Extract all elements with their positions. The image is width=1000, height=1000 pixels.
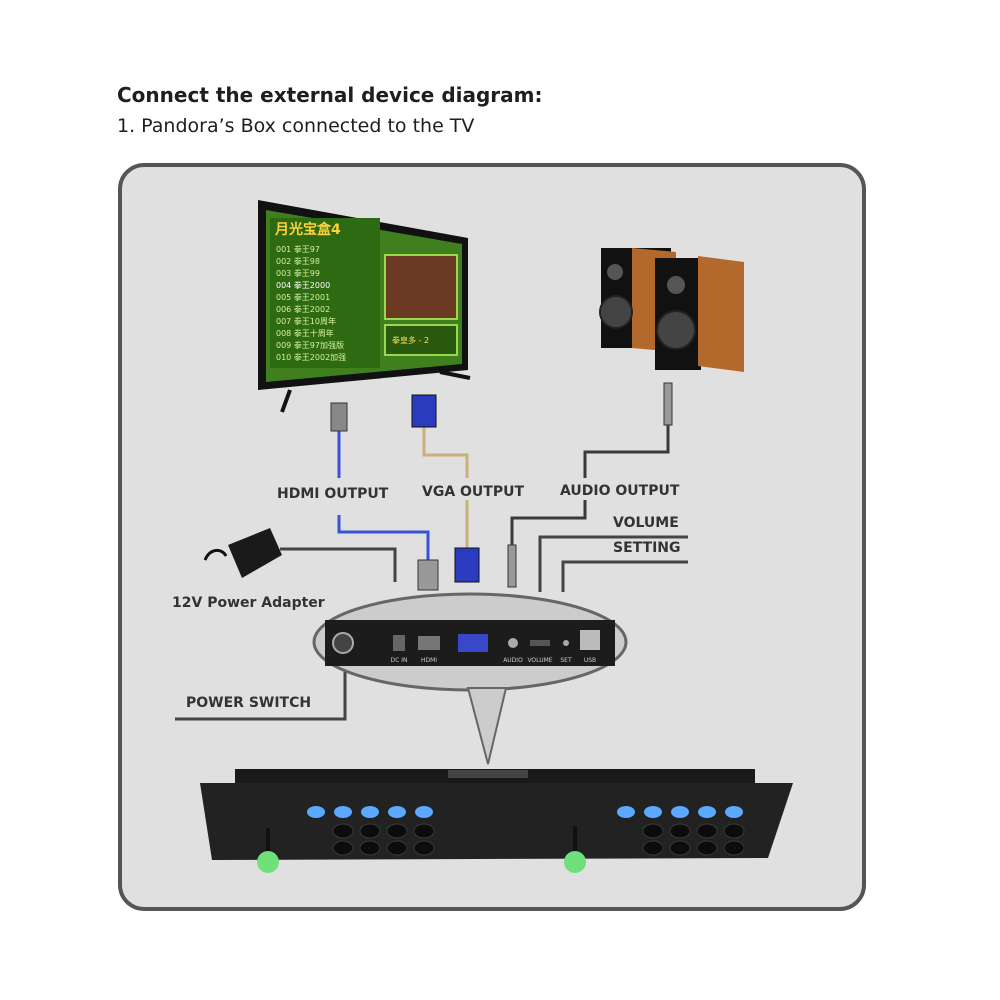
- tv-game-list: 001 拳王97 002 拳王98 003 拳王99 004 拳王2000 005 拳王…: [276, 244, 346, 362]
- tv-game-list-item: 009 拳王97加强版: [276, 340, 344, 350]
- hdmi-plug-bottom: [417, 559, 439, 591]
- arcade-button: [723, 840, 745, 856]
- setting-label: SETTING: [613, 540, 681, 556]
- arcade-button-lit: [307, 806, 325, 818]
- power-adapter-leader: [280, 547, 397, 582]
- arcade-button: [642, 840, 664, 856]
- power-switch-icon: [332, 632, 354, 654]
- arcade-button: [642, 823, 664, 839]
- port-panel: DC IN HDMI AUDIO VOLUME SET USB: [312, 592, 628, 692]
- audio-jack-bottom: [507, 544, 517, 588]
- power-adapter: [203, 528, 282, 578]
- hdmi-output-label: HDMI OUTPUT: [277, 486, 389, 502]
- tv-game-list-item: 008 拳王十周年: [276, 328, 334, 338]
- port-label: AUDIO: [503, 657, 523, 664]
- tv-game-list-item: 005 拳王2001: [276, 292, 330, 302]
- page-title: Connect the external device diagram:: [117, 83, 543, 107]
- port-labels: DC IN HDMI AUDIO VOLUME SET USB: [391, 657, 597, 664]
- volume-label: VOLUME: [613, 515, 679, 531]
- arcade-button: [696, 840, 718, 856]
- arcade-button-lit: [361, 806, 379, 818]
- arcade-button-lit: [725, 806, 743, 818]
- arcade-button-lit: [617, 806, 635, 818]
- tv-game-list-item: 001 拳王97: [276, 244, 320, 254]
- power-switch-leader: [175, 672, 347, 721]
- tv-preview-caption: 拳皇多 - 2: [392, 335, 429, 345]
- arcade-button-lit: [334, 806, 352, 818]
- tv-game-list-item: 010 拳王2002加强: [276, 352, 346, 362]
- audio-jack-top: [663, 382, 673, 426]
- vga-cable: [422, 425, 469, 478]
- panel-pointer: [466, 687, 508, 765]
- port-label: VOLUME: [527, 657, 552, 664]
- vga-output-label: VGA OUTPUT: [422, 484, 525, 500]
- arcade-button-lit: [671, 806, 689, 818]
- arcade-button: [386, 823, 408, 839]
- arcade-button: [723, 823, 745, 839]
- svg-text:月光宝盒4: 月光宝盒4: [274, 221, 341, 238]
- vga-plug-bottom: [454, 547, 480, 583]
- arcade-button: [359, 823, 381, 839]
- arcade-button: [359, 840, 381, 856]
- arcade-button: [413, 840, 435, 856]
- port-label: DC IN: [391, 657, 408, 664]
- port-label: SET: [560, 657, 572, 664]
- arcade-console: [200, 769, 793, 873]
- arcade-button-lit: [388, 806, 406, 818]
- audio-cable: [583, 425, 670, 478]
- tv-game-list-item: 006 拳王2002: [276, 304, 330, 314]
- vga-plug-top: [411, 394, 437, 428]
- arcade-button: [332, 840, 354, 856]
- arcade-button: [386, 840, 408, 856]
- speakers: [599, 248, 744, 372]
- tv-game-list-item: 002 拳王98: [276, 256, 320, 266]
- power-switch-label: POWER SWITCH: [186, 695, 312, 711]
- button-group-left: [307, 806, 435, 856]
- tv-game-list-item: 007 拳王10周年: [276, 316, 336, 326]
- tv-game-list-item: 004 拳王2000: [276, 280, 330, 290]
- tv-game-list-item: 003 拳王99: [276, 268, 320, 278]
- volume-leader: [538, 535, 688, 592]
- port-label: USB: [584, 657, 596, 664]
- page-subtitle: 1. Pandora’s Box connected to the TV: [117, 115, 475, 137]
- port-label: HDMI: [421, 657, 437, 664]
- arcade-button: [413, 823, 435, 839]
- setting-leader: [561, 560, 688, 592]
- arcade-button: [669, 840, 691, 856]
- arcade-button-lit: [644, 806, 662, 818]
- arcade-button: [696, 823, 718, 839]
- joystick-left: [257, 851, 279, 873]
- joystick-right: [564, 851, 586, 873]
- arcade-button-lit: [698, 806, 716, 818]
- hdmi-plug-top: [330, 402, 348, 432]
- arcade-button: [669, 823, 691, 839]
- tv: 月光宝盒4 001 拳王97 002 拳王98 003 拳王99 004 拳王2000…: [258, 200, 471, 413]
- arcade-button-lit: [415, 806, 433, 818]
- button-group-right: [617, 806, 745, 856]
- power-adapter-label: 12V Power Adapter: [172, 595, 325, 611]
- arcade-button: [332, 823, 354, 839]
- audio-output-label: AUDIO OUTPUT: [560, 483, 680, 499]
